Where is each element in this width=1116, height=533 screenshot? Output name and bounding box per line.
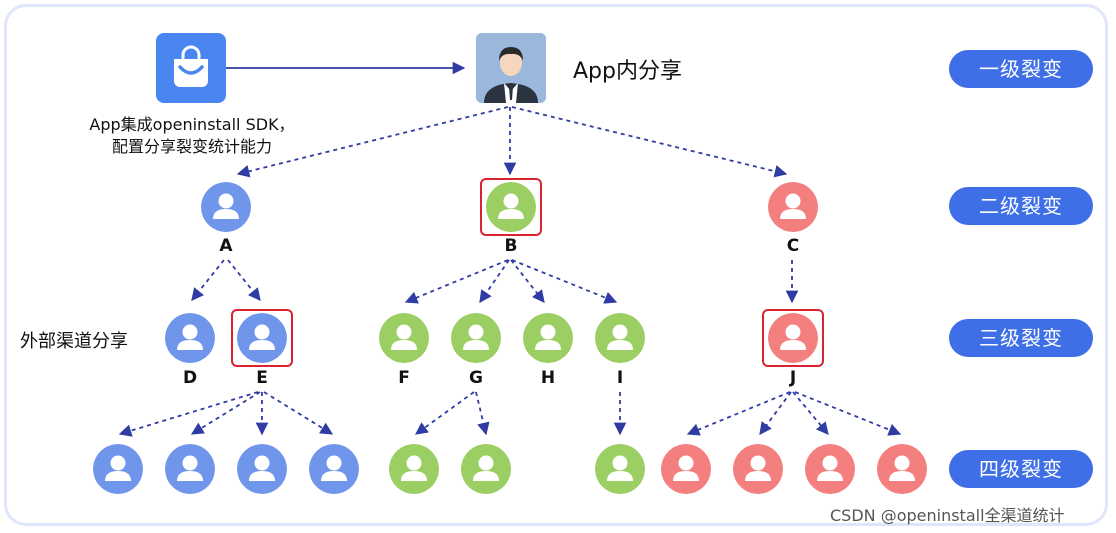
user-icon-E: [237, 313, 287, 363]
user-icon-level4-9: [733, 444, 783, 494]
arrow-J-to-child3: [792, 391, 829, 435]
user-icon-B: [486, 182, 536, 232]
user-icon-G: [451, 313, 501, 363]
node-label-A: A: [219, 236, 233, 256]
user-icon-level4-7: [595, 444, 645, 494]
user-icon-level4-8: [661, 444, 711, 494]
user-icon-level4-1: [93, 444, 143, 494]
sdk-note: App集成openinstall SDK， 配置分享裂变统计能力: [42, 114, 342, 158]
arrow-top-to-C: [511, 106, 788, 178]
user-icon-H: [523, 313, 573, 363]
user-icon-level4-4: [309, 444, 359, 494]
user-icon-level4-11: [877, 444, 927, 494]
level-3-pill: 三级裂变: [949, 319, 1093, 357]
businessman-avatar: [476, 33, 546, 103]
arrow-B-to-I: [511, 259, 618, 304]
highlight-box-E: [231, 309, 293, 367]
node-label-B: B: [504, 236, 518, 256]
arrow-E-to-child4: [263, 391, 334, 435]
arrow-B-to-F: [404, 259, 509, 304]
user-icon-level4-2: [165, 444, 215, 494]
node-label-I: I: [616, 368, 624, 388]
arrow-A-to-D: [191, 259, 225, 301]
arrow-J-to-child1: [686, 391, 791, 436]
node-label-E: E: [256, 368, 268, 388]
user-icon-level4-6: [461, 444, 511, 494]
app-shopping-bag-icon: [156, 33, 226, 103]
arrow-top-to-A: [236, 106, 509, 178]
highlight-box-B: [480, 178, 542, 236]
arrow-E-to-child1: [118, 391, 259, 437]
user-icon-F: [379, 313, 429, 363]
level-4-pill: 四级裂变: [949, 450, 1093, 488]
external-channel-label: 外部渠道分享: [20, 331, 128, 352]
share-title: App内分享: [573, 59, 682, 84]
user-icon-A: [201, 182, 251, 232]
user-icon-D: [165, 313, 215, 363]
node-label-H: H: [540, 368, 556, 388]
sdk-note-line1: App集成openinstall SDK，: [89, 115, 295, 134]
arrow-E-to-child2: [190, 391, 261, 435]
arrow-J-to-child2: [759, 391, 792, 436]
user-icon-level4-10: [805, 444, 855, 494]
arrow-B-to-H: [510, 259, 545, 303]
level-1-pill: 一级裂变: [949, 50, 1093, 88]
arrow-B-to-G: [479, 259, 510, 304]
user-icon-I: [595, 313, 645, 363]
watermark: CSDN @openinstall全渠道统计: [830, 506, 1065, 525]
user-icon-level4-5: [389, 444, 439, 494]
arrow-J-to-child4: [794, 391, 902, 436]
node-label-J: J: [789, 368, 797, 388]
arrow-G-to-child2: [475, 391, 490, 436]
node-label-F: F: [398, 368, 410, 388]
user-icon-C: [768, 182, 818, 232]
user-icon-J: [768, 313, 818, 363]
node-label-D: D: [182, 368, 198, 388]
highlight-box-J: [762, 309, 824, 367]
user-icon-level4-3: [237, 444, 287, 494]
node-label-C: C: [786, 236, 800, 256]
node-label-G: G: [469, 368, 483, 388]
sdk-note-line2: 配置分享裂变统计能力: [111, 137, 272, 156]
level-2-pill: 二级裂变: [949, 187, 1093, 225]
arrow-A-to-E: [227, 259, 261, 301]
arrow-G-to-child1: [414, 391, 475, 435]
